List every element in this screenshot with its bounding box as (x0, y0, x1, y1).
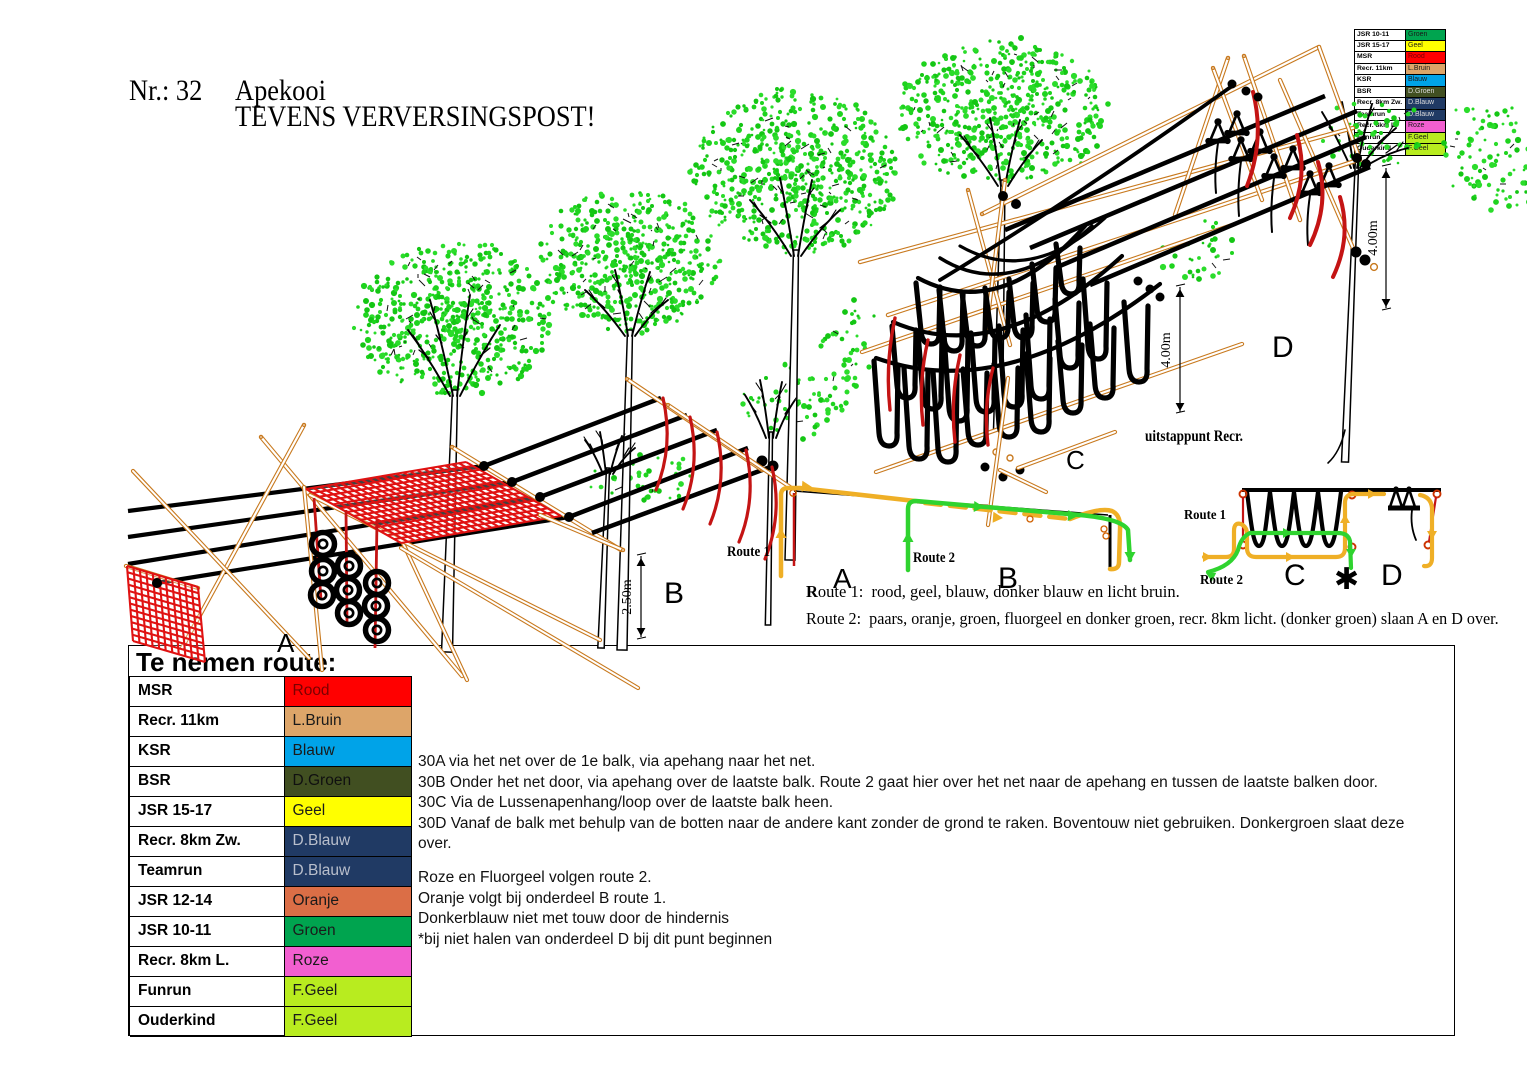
svg-text:Route 1: Route 1 (727, 544, 770, 560)
svg-text:Route 2: Route 2 (1200, 573, 1243, 588)
svg-text:4.00m: 4.00m (1366, 220, 1381, 256)
svg-text:C: C (1066, 445, 1085, 475)
svg-text:4.00m: 4.00m (1159, 332, 1174, 368)
svg-text:D: D (1381, 559, 1403, 592)
svg-text:✱: ✱ (1334, 563, 1359, 596)
svg-text:Route 1: Route 1 (1184, 508, 1226, 523)
svg-text:A: A (833, 563, 852, 594)
svg-text:D: D (1272, 331, 1294, 364)
svg-text:B: B (664, 577, 684, 610)
svg-text:B: B (998, 562, 1018, 595)
svg-text:uitstappunt Recr.: uitstappunt Recr. (1145, 428, 1243, 445)
svg-text:2.50m: 2.50m (620, 579, 635, 615)
svg-text:A: A (277, 628, 295, 658)
svg-text:C: C (1284, 559, 1306, 592)
svg-text:Route 2: Route 2 (913, 550, 955, 566)
